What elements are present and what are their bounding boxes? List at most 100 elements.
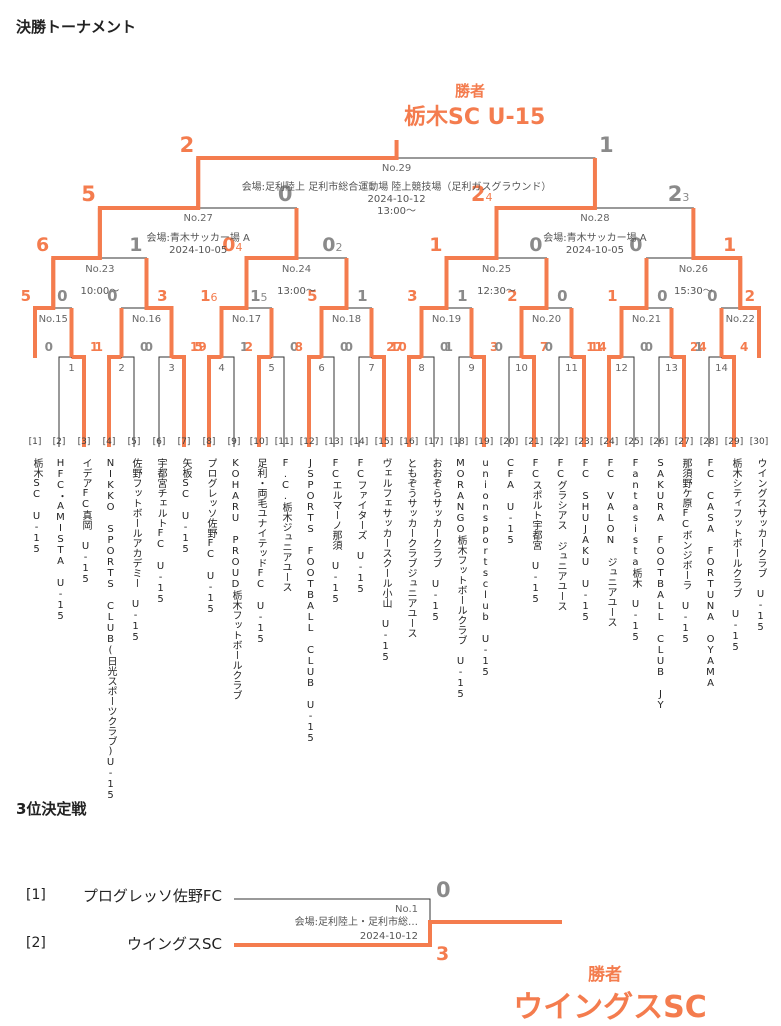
r2-match-no: No.17	[232, 314, 261, 325]
r1-left-score: 8	[295, 340, 303, 354]
final-right-score: 1	[599, 133, 614, 157]
team-name[interactable]: おおぞらサッカークラブ U-15	[430, 458, 441, 623]
r1-match-no: 4	[218, 363, 224, 374]
team-name[interactable]: Fantasista栃木 U-15	[630, 458, 641, 643]
r1-right-score: 0	[340, 340, 348, 354]
r1-right-score: 0	[440, 340, 448, 354]
seed-label-30: [30]	[750, 437, 768, 447]
sf-right-score: 0	[278, 182, 293, 206]
team-name[interactable]: FC VALON ジュニアユース	[605, 458, 616, 627]
third-bottom-seed: [2]	[26, 935, 46, 951]
team-name[interactable]: FCグラシアス ジュニアユース	[555, 458, 566, 611]
team-name[interactable]: CFA U-15	[505, 458, 516, 546]
r3-win	[244, 208, 299, 308]
r1-right-score: 19	[190, 340, 207, 354]
r1-right-score: 0	[290, 340, 298, 354]
third-top-team[interactable]: プログレッソ佐野FC	[82, 887, 222, 905]
team-name[interactable]: 栃木シティフットボールクラブ U-15	[730, 458, 741, 653]
third-winner-caption: 勝者	[588, 965, 622, 985]
r1-win-4	[207, 355, 222, 447]
r2-right-score: 3	[157, 287, 167, 305]
team-name[interactable]: KOHARU PROUD栃木フットボールクラブ	[230, 458, 241, 700]
third-match-no: No.1	[395, 904, 418, 915]
third-bottom-team[interactable]: ウイングスSC	[127, 935, 222, 953]
team-name[interactable]: プログレッソ佐野FC U-15	[205, 458, 216, 615]
seed-label-2: [2]	[53, 437, 66, 447]
seed-label-29: [29]	[725, 437, 743, 447]
team-name[interactable]: HFC・AMISTA U-15	[55, 458, 66, 622]
team-name[interactable]: 佐野フットボールアカデミー U-15	[130, 458, 141, 643]
team-name[interactable]: SAKURA FOOTBALL CLUB JY	[655, 458, 666, 711]
team-name[interactable]: 矢板SC U-15	[180, 458, 191, 555]
r3-match-no: No.26	[679, 264, 708, 275]
team-name[interactable]: ヴェルフェサッカースクール小山 U-15	[380, 458, 391, 663]
r1-left-score: 0	[45, 340, 53, 354]
final-date: 2024-10-12	[368, 194, 426, 205]
team-name[interactable]: FCスポルト宇都宮 U-15	[530, 458, 541, 605]
r1-right-score: 1	[240, 340, 248, 354]
team-name[interactable]: FC SHUJAKU U-15	[580, 458, 591, 623]
r2-left-score: 16	[200, 287, 217, 305]
sf-left-score: 5	[81, 182, 96, 206]
team-name[interactable]: 足利・両毛ユナイテッドFC U-15	[255, 458, 266, 645]
r1-left-score: 1	[445, 340, 453, 354]
r3-right-score: 1	[129, 234, 142, 256]
r1-right-score: 3	[490, 340, 498, 354]
r1-match-no: 9	[468, 363, 474, 374]
seed-label-25: [25]	[625, 437, 643, 447]
r2-win	[144, 258, 174, 358]
seed-label-20: [20]	[500, 437, 518, 447]
team-name[interactable]: ウイングスサッカークラブ U-15	[755, 458, 766, 633]
seed-label-22: [22]	[550, 437, 568, 447]
r2-right-score: 1	[357, 287, 367, 305]
r1-right-score: 14	[590, 340, 607, 354]
r1-match-no: 5	[268, 363, 274, 374]
seed-label-26: [26]	[650, 437, 668, 447]
third-win	[234, 920, 562, 947]
seed-label-21: [21]	[525, 437, 543, 447]
r1-left-score: 2	[245, 340, 253, 354]
team-name[interactable]: JSPORTS FOOTBALL CLUB U-15	[305, 458, 316, 744]
team-name[interactable]: NIKKO SPORTS CLUB(日光スポーツクラブ)U-15	[105, 458, 116, 801]
team-name[interactable]: 宇都宮チェルトFC U-15	[155, 458, 166, 605]
team-name[interactable]: FCエルマーノ那須 U-15	[330, 458, 341, 605]
seed-label-27: [27]	[675, 437, 693, 447]
r3-time: 15:30〜	[674, 286, 713, 297]
team-name[interactable]: イデアFC真岡 U-15	[80, 458, 91, 585]
team-name[interactable]: unionsportsclub U-15	[480, 458, 491, 678]
r1-win-14	[721, 355, 736, 447]
r1-win-9	[471, 355, 486, 447]
r1-match-no: 8	[418, 363, 424, 374]
seed-label-10: [10]	[250, 437, 268, 447]
team-name[interactable]: FC CASA FORTUNA OYAMA	[705, 458, 716, 689]
final-match-no: No.29	[382, 163, 411, 174]
r2-match-no: No.18	[332, 314, 361, 325]
team-name[interactable]: 栃木SC U-15	[31, 458, 42, 555]
r2-match-no: No.21	[632, 314, 661, 325]
seed-label-14: [14]	[350, 437, 368, 447]
r1-left-score: 0	[645, 340, 653, 354]
team-name[interactable]: 那須野ケ原FCボンジボーラ U-15	[680, 458, 691, 645]
seed-label-12: [12]	[300, 437, 318, 447]
seed-label-15: [15]	[375, 437, 393, 447]
r3-left-score: 6	[36, 234, 49, 256]
seed-label-7: [7]	[178, 437, 191, 447]
r3-win	[691, 208, 743, 308]
r1-win-11	[571, 355, 586, 447]
team-name[interactable]: MORANGO栃木フットボールクラブ U-15	[455, 458, 466, 700]
r1-left-score: 0	[495, 340, 503, 354]
r2-right-score: 1	[457, 287, 467, 305]
r3-match-no: No.24	[282, 264, 311, 275]
final-time: 13:00〜	[377, 206, 416, 217]
r1-left-score: 27	[386, 340, 403, 354]
r2-left-score: 0	[707, 287, 717, 305]
sf-venue: 会場:青木サッカー場 A	[543, 231, 647, 244]
team-name[interactable]: FCファイターズ U-15	[355, 458, 366, 595]
r3-right-score: 0	[529, 234, 542, 256]
r1-match-no: 10	[515, 363, 528, 374]
r1-left-score: 1	[95, 340, 103, 354]
r2-left-score: 0	[107, 287, 117, 305]
team-name[interactable]: F.C.栃木ジュニアユース	[280, 458, 291, 592]
champion-name: 栃木SC U-15	[404, 105, 546, 130]
team-name[interactable]: ともぞうサッカークラブジュニアユース	[405, 458, 416, 638]
